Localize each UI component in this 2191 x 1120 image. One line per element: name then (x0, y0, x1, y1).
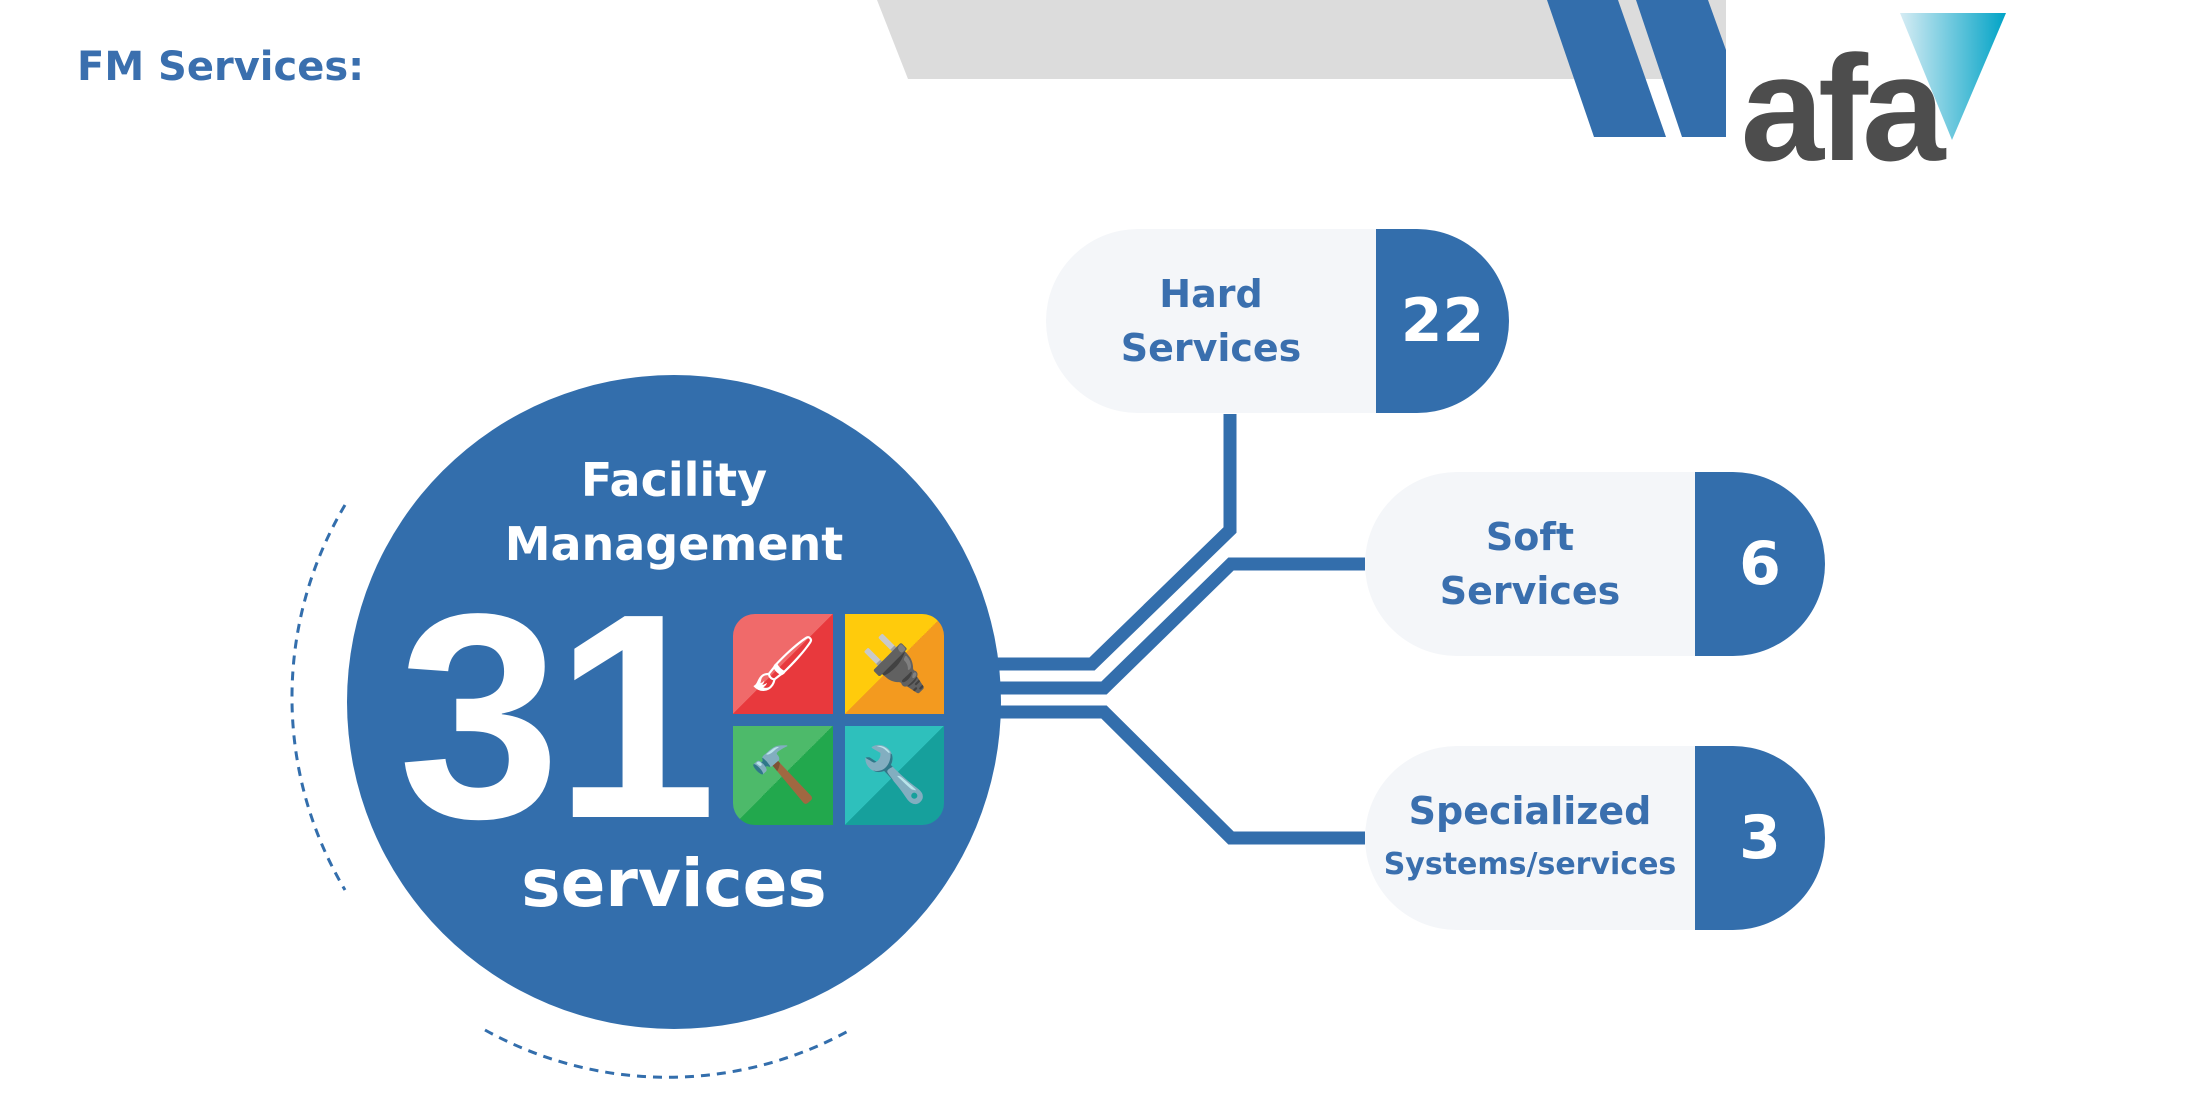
hub-title-line2: Management (504, 517, 844, 571)
header-stripe (1547, 0, 1666, 137)
paint-roller-bucket-icon: 🖌 (733, 614, 833, 714)
hammer-nails-icon: 🔨 (733, 725, 833, 825)
header-stripe (1636, 0, 1726, 137)
category-specialized-systems: Specialized Systems/services 3 (1365, 746, 1825, 930)
dashed-arc (290, 504, 347, 891)
connector-soft (996, 557, 1365, 695)
hub-unit: services (521, 845, 827, 922)
connector-specialized (996, 705, 1365, 845)
hub-count: 31 (398, 553, 717, 879)
category-label-line1: Soft (1485, 515, 1575, 559)
category-label-line2: Services (1120, 326, 1302, 370)
connector-hard (996, 414, 1237, 671)
hub-title-line1: Facility (580, 453, 768, 507)
page-title: FM Services: (77, 44, 365, 90)
category-label-line2: Services (1439, 569, 1621, 613)
header-gray-bar (877, 0, 1726, 79)
hub-circle (347, 375, 1001, 1029)
service-icons-grid: 🖌 🔌 🔨 🔧 (733, 614, 944, 825)
category-label-line1: Hard (1159, 272, 1263, 316)
plug-screwdriver-icon: 🔌 (844, 614, 944, 714)
dashed-arc (484, 1028, 851, 1079)
category-label-line1: Specialized (1408, 789, 1652, 833)
faucet-wrench-icon: 🔧 (844, 725, 944, 825)
logo-text: afa (1741, 24, 1947, 192)
category-label-line2: Systems/services (1383, 847, 1677, 882)
logo-triangle-icon (1900, 13, 2006, 140)
category-soft-services: Soft Services 6 (1365, 472, 1825, 656)
category-hard-services: Hard Services 22 (1046, 229, 1509, 413)
